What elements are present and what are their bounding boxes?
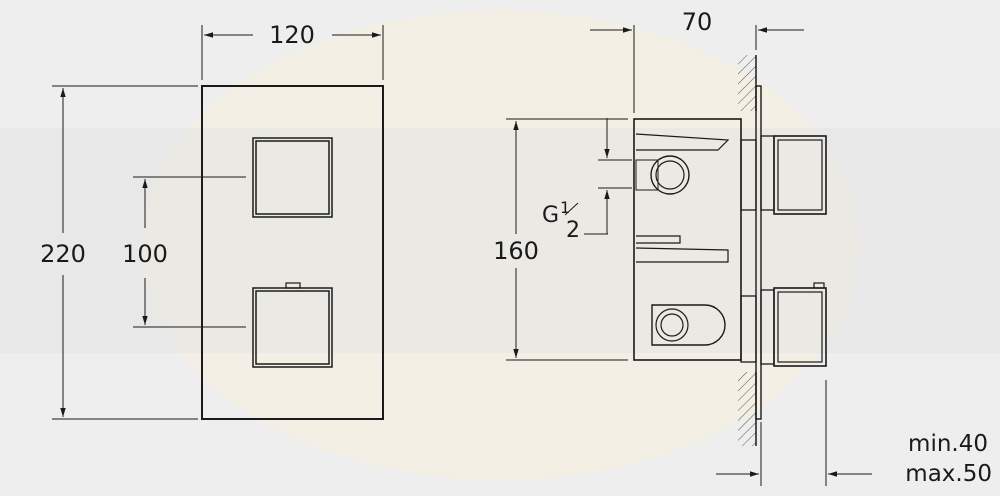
dim-front-width (201, 25, 384, 80)
label-thread-g: G (542, 203, 559, 228)
valve-body (633, 118, 742, 361)
lower-knob-inner (255, 290, 330, 365)
dim-thread (564, 118, 632, 235)
dim-front-height (52, 85, 198, 420)
front-view (201, 85, 384, 420)
lower-knob-indicator (285, 282, 301, 289)
upper-knob-side (773, 135, 827, 215)
lower-knob-side (773, 287, 827, 367)
label-thread-den: 2 (566, 218, 580, 243)
side-view (633, 85, 827, 420)
dim-knob-spacing (133, 176, 246, 328)
watermark (0, 10, 1000, 480)
front-plate (201, 85, 384, 420)
upper-outlet (650, 155, 690, 195)
label-front-width: 120 (269, 21, 315, 49)
dim-side-depth (590, 25, 804, 113)
lower-outlet (651, 304, 726, 346)
label-depth-min: min.40 (908, 431, 988, 457)
label-side-depth: 70 (682, 8, 713, 36)
cover-plate-side (755, 85, 762, 420)
label-thread-num: 1 (560, 198, 570, 217)
dim-body-height (506, 118, 628, 361)
upper-knob-inner (255, 140, 330, 215)
label-knob-spacing: 100 (122, 240, 168, 268)
label-body-height: 160 (493, 237, 539, 265)
label-depth-max: max.50 (905, 461, 992, 487)
label-front-height: 220 (40, 240, 86, 268)
dim-wall-depth (716, 380, 872, 486)
upper-knob-outer (252, 137, 333, 218)
